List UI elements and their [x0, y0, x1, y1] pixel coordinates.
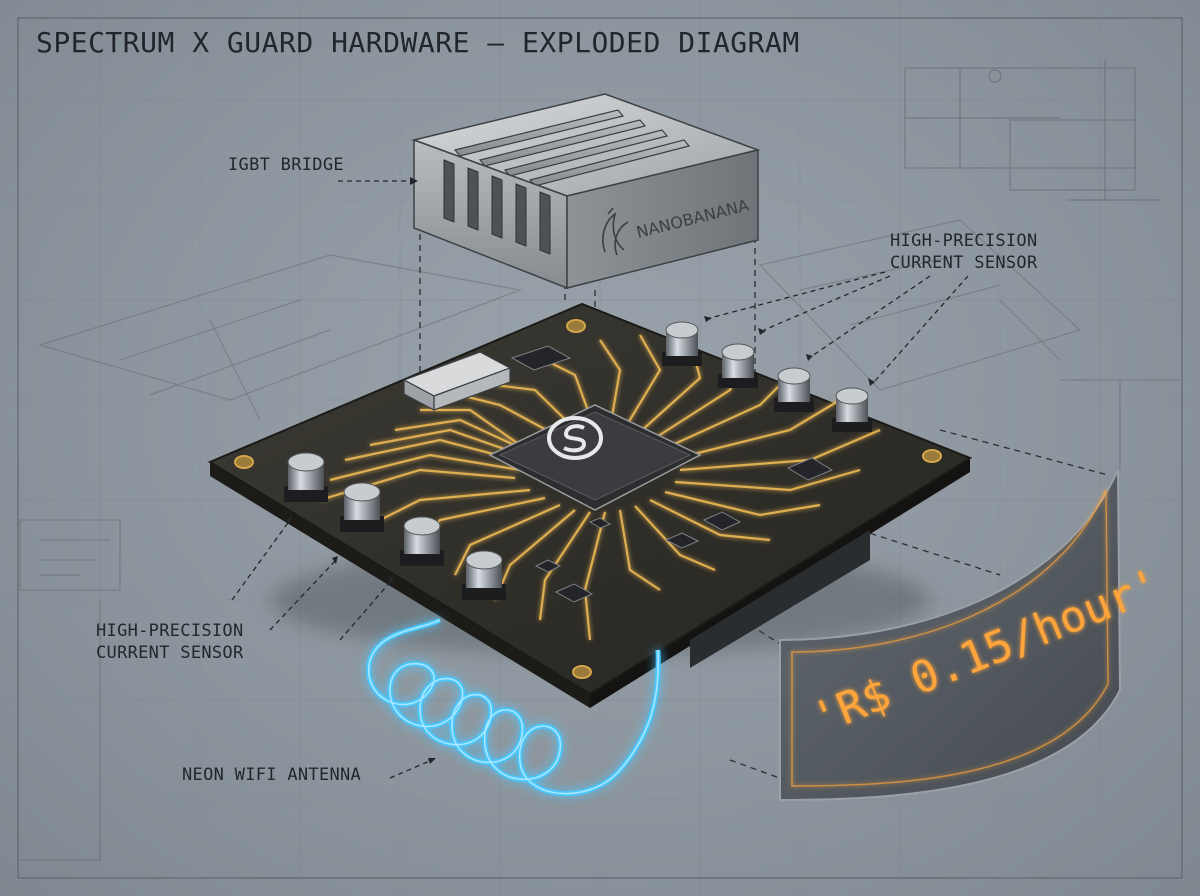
callout-leaders — [231, 180, 969, 779]
current-sensor-label-right-line1: HIGH-PRECISION — [890, 231, 1038, 251]
current-sensor-label-right: HIGH-PRECISION CURRENT SENSOR — [890, 230, 1038, 274]
crystal-oscillator — [402, 351, 512, 411]
background-sketch-left — [19, 254, 523, 861]
wifi-antenna-label-text: NEON WIFI ANTENNA — [182, 765, 362, 785]
capacitors-right — [662, 321, 872, 432]
ic-chips — [510, 345, 834, 603]
background-sketch-right — [758, 219, 1180, 470]
capacitors-left — [284, 452, 506, 600]
frame-border — [17, 17, 1183, 879]
spectrum-logo-icon — [547, 416, 603, 460]
background-sketch-top-right — [904, 60, 1160, 201]
igbt-bridge-label: IGBT BRIDGE — [228, 154, 344, 176]
main-processor-chip — [488, 404, 702, 511]
current-sensor-label-left-line2: CURRENT SENSOR — [96, 643, 244, 663]
page-title: SPECTRUM X GUARD HARDWARE – EXPLODED DIA… — [36, 26, 800, 59]
igbt-heatsink: NANOBANANA — [411, 93, 761, 290]
current-sensor-label-left: HIGH-PRECISION CURRENT SENSOR — [96, 620, 244, 664]
callout-arrowheads — [286, 177, 875, 764]
banana-logo-icon — [602, 207, 629, 256]
current-sensor-label-right-line2: CURRENT SENSOR — [890, 253, 1038, 273]
igbt-bridge-label-text: IGBT BRIDGE — [228, 155, 344, 175]
wifi-antenna-label: NEON WIFI ANTENNA — [182, 764, 361, 786]
current-sensor-label-left-line1: HIGH-PRECISION — [96, 621, 244, 641]
